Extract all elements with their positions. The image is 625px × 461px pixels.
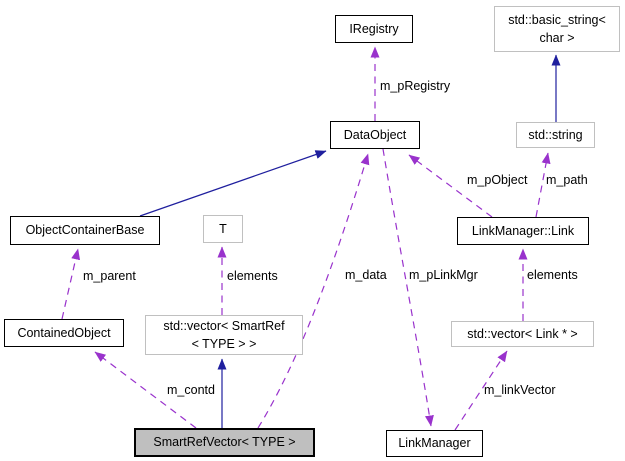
node-label-line1: std::vector< SmartRef (163, 318, 285, 333)
node-label: IRegistry (349, 21, 399, 36)
node-label: SmartRefVector< TYPE > (153, 435, 296, 450)
edge-m-data (257, 153, 370, 429)
node-label: DataObject (343, 127, 407, 142)
node-std-vector-link: std::vector< Link * > (451, 321, 594, 347)
node-linkmanager-link[interactable]: LinkManager::Link (457, 217, 589, 245)
node-label: std::string (528, 127, 583, 142)
edge-label-m-pregistry: m_pRegistry (380, 79, 451, 93)
node-std-vector-smartref: std::vector< SmartRef < TYPE > > (145, 315, 303, 355)
edge-m-linkvector (454, 350, 508, 431)
node-label: LinkManager (398, 436, 471, 451)
node-label: ObjectContainerBase (25, 223, 145, 238)
node-linkmanager[interactable]: LinkManager (386, 430, 483, 457)
node-label: LinkManager::Link (471, 223, 575, 238)
edge-inheritance-ocb-dataobject (139, 150, 327, 217)
node-objectcontainerbase[interactable]: ObjectContainerBase (10, 216, 160, 245)
edge-m-contd (94, 351, 197, 429)
edge-label-m-pobject: m_pObject (467, 173, 528, 187)
edge-m-path (535, 152, 551, 218)
edge-label-m-parent: m_parent (83, 269, 136, 283)
edge-label-elements-link: elements (527, 268, 578, 282)
edge-label-m-contd: m_contd (167, 383, 215, 397)
node-containedobject[interactable]: ContainedObject (4, 319, 124, 347)
node-std-string: std::string (516, 122, 595, 148)
node-std-basic-string: std::basic_string< char > (494, 6, 620, 52)
edge-m-parent (61, 248, 81, 320)
edge-m-pobject (408, 154, 493, 218)
edge-label-m-path: m_path (546, 173, 588, 187)
node-label-line1: std::basic_string< (508, 12, 606, 27)
edge-m-plinkmgr (382, 148, 434, 427)
node-dataobject[interactable]: DataObject (330, 121, 420, 149)
node-label-line2: < TYPE > > (191, 337, 257, 351)
edge-label-m-data: m_data (345, 268, 387, 282)
node-label: ContainedObject (17, 325, 111, 340)
node-iregistry[interactable]: IRegistry (335, 15, 413, 43)
edge-label-elements-t: elements (227, 269, 278, 283)
node-label: T (219, 221, 227, 236)
node-t: T (203, 215, 243, 243)
node-smartrefvector: SmartRefVector< TYPE > (134, 428, 315, 457)
node-label-line2: char > (539, 31, 575, 45)
node-label: std::vector< Link * > (467, 326, 578, 341)
edge-label-m-linkvector: m_linkVector (484, 383, 556, 397)
edge-label-m-plinkmgr: m_pLinkMgr (409, 268, 478, 282)
